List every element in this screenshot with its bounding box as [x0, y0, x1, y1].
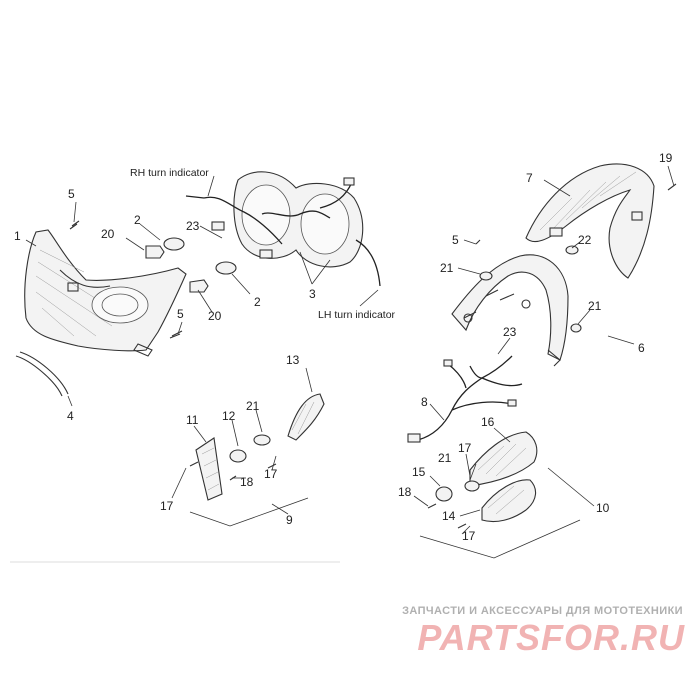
callout-21-right-top: 21	[440, 261, 454, 275]
callout-12: 12	[222, 409, 236, 423]
callout-10: 10	[596, 501, 610, 515]
callout-21-left: 21	[246, 399, 260, 413]
callout-6: 6	[638, 341, 645, 355]
callout-11: 11	[186, 413, 199, 427]
callout-22: 22	[578, 233, 592, 247]
callout-21-right-bottom: 21	[438, 451, 452, 465]
callout-4: 4	[67, 409, 74, 423]
watermark-footer: ЗАПЧАСТИ И АКСЕССУАРЫ ДЛЯ МОТОТЕХНИКИ PA…	[350, 605, 695, 665]
headlight-bulbs	[145, 237, 237, 293]
watermark-caption: ЗАПЧАСТИ И АКСЕССУАРЫ ДЛЯ МОТОТЕХНИКИ	[402, 605, 683, 617]
headlight-unit	[24, 229, 187, 357]
tail-cover	[525, 163, 655, 279]
tail-bulbs	[475, 183, 677, 333]
callout-17-right-top: 17	[458, 441, 472, 455]
callout-23-right: 23	[503, 325, 517, 339]
callout-3: 3	[309, 287, 316, 301]
callout-5-left-top: 5	[68, 187, 75, 201]
callout-1: 1	[14, 229, 21, 243]
screws-left	[69, 220, 183, 339]
callout-17-right-bottom: 17	[462, 529, 476, 543]
watermark-brand: PARTSFOR.RU	[417, 617, 685, 658]
wiring-harness	[407, 355, 523, 443]
right-taillight-group	[419, 431, 581, 559]
callout-2-lower: 2	[254, 295, 261, 309]
callout-5-right: 5	[452, 233, 459, 247]
callout-20-upper: 20	[101, 227, 115, 241]
callout-21-right-mid: 21	[588, 299, 602, 313]
callout-9: 9	[286, 513, 293, 527]
callout-7: 7	[526, 171, 533, 185]
callout-19: 19	[659, 151, 673, 165]
callout-13: 13	[286, 353, 300, 367]
callout-16: 16	[481, 415, 495, 429]
leader-lines	[25, 165, 675, 535]
callout-18-left: 18	[240, 475, 254, 489]
headlight-trim-strip	[15, 351, 69, 397]
callout-17-center: 17	[264, 467, 278, 481]
callout-23-left: 23	[186, 219, 200, 233]
callout-18-right: 18	[398, 485, 412, 499]
callout-20-lower: 20	[208, 309, 222, 323]
tail-bracket	[451, 254, 569, 367]
callout-5-left-bottom: 5	[177, 307, 184, 321]
lh-turn-indicator-label: LH turn indicator	[318, 309, 396, 321]
headlight-casing	[185, 171, 381, 287]
left-turn-indicator-group	[189, 393, 325, 527]
callout-2-upper: 2	[134, 213, 141, 227]
callout-15: 15	[412, 465, 426, 479]
rh-turn-indicator-label: RH turn indicator	[130, 167, 209, 179]
callout-8: 8	[421, 395, 428, 409]
callout-17-left: 17	[160, 499, 174, 513]
callout-14: 14	[442, 509, 456, 523]
